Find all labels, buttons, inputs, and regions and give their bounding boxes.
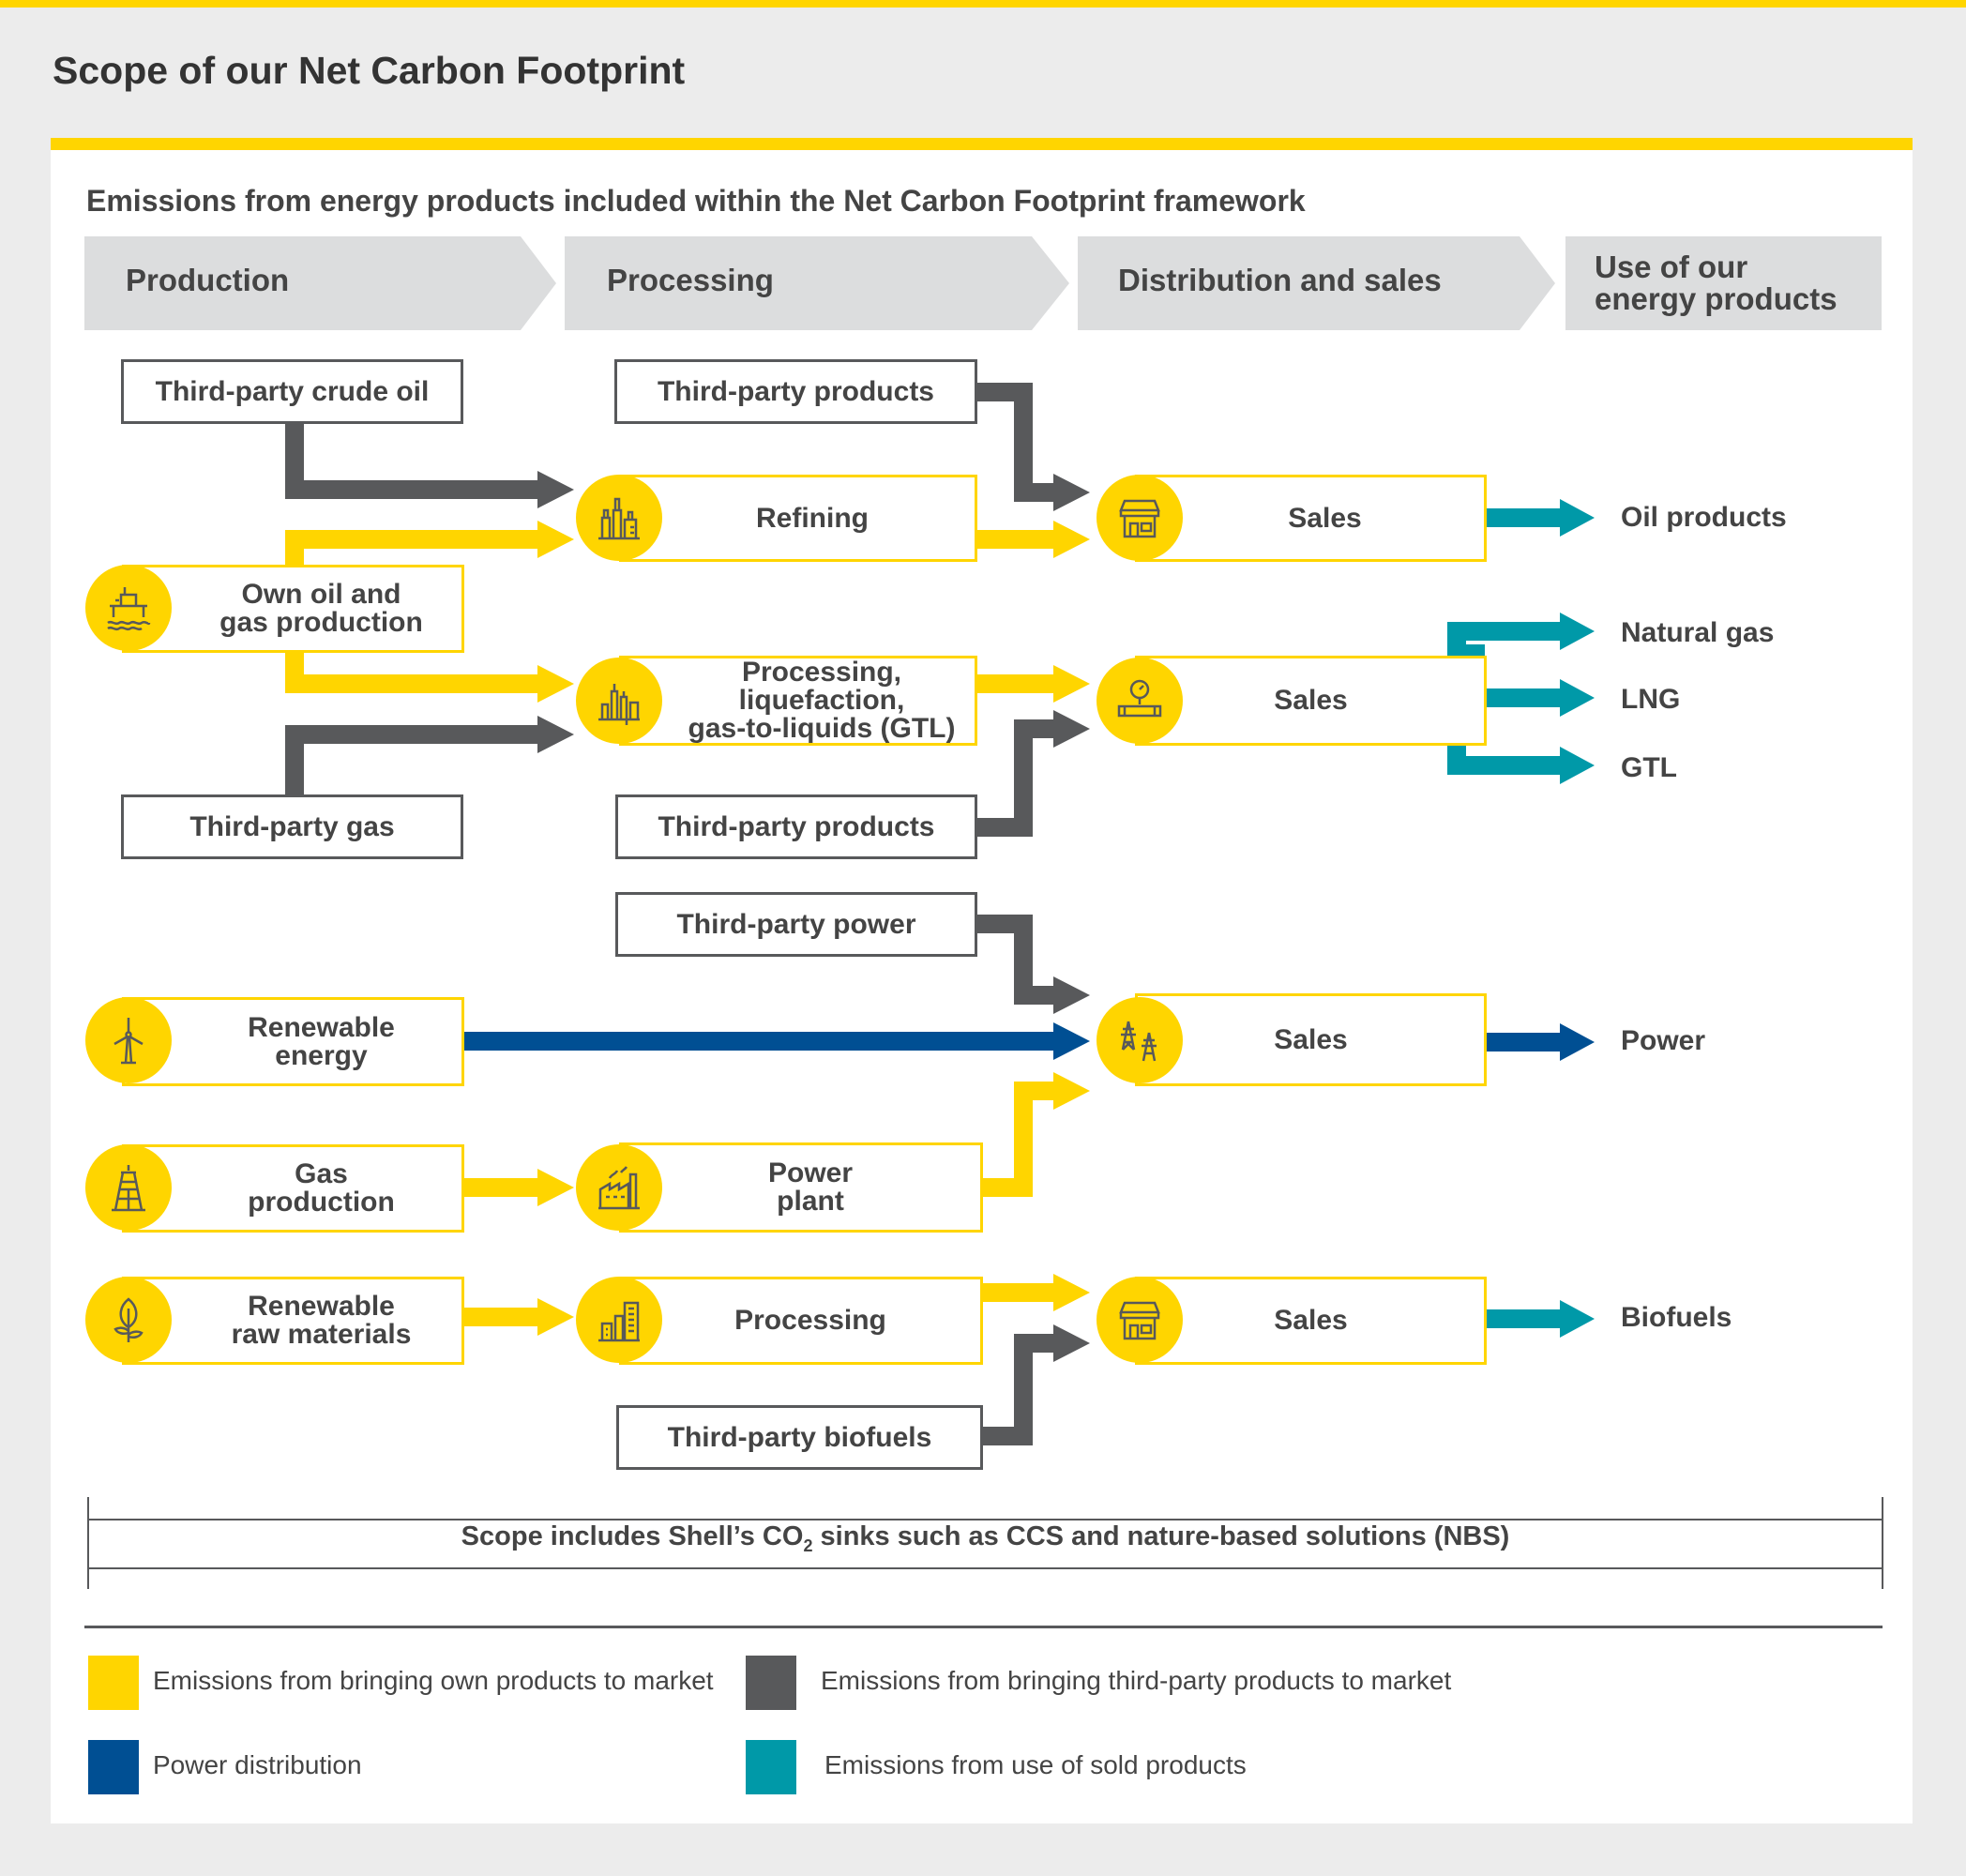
stage-header-production <box>84 236 556 330</box>
offshore-platform-icon <box>85 565 172 651</box>
legend-swatch-own <box>88 1656 139 1710</box>
box-processing-lng-gtl: Processing, liquefaction, gas-to-liquids… <box>619 656 977 746</box>
output-gtl: GTL <box>1621 752 1677 783</box>
box-sales-bio: Sales <box>1135 1277 1487 1365</box>
box-third-party-gas: Third-party gas <box>121 794 463 859</box>
legend-divider <box>84 1626 1883 1628</box>
drilling-rig-icon <box>85 1144 172 1231</box>
legend-swatch-use <box>746 1740 796 1794</box>
box-processing-bio: Processing <box>619 1277 983 1365</box>
store-icon <box>1096 475 1183 561</box>
third-party-arrows <box>285 383 1055 1445</box>
stage-label-production: Production <box>126 263 290 297</box>
page-title: Scope of our Net Carbon Footprint <box>53 49 686 92</box>
factory-icon <box>576 1144 662 1231</box>
store-icon <box>1096 1277 1183 1363</box>
gas-plant-icon <box>576 658 662 744</box>
output-oil-products: Oil products <box>1621 502 1787 533</box>
box-gas-production: Gas production <box>122 1144 464 1233</box>
legend-swatch-power <box>88 1740 139 1794</box>
power-distribution-arrows <box>462 1022 1595 1061</box>
legend-label-use: Emissions from use of sold products <box>824 1750 1247 1779</box>
box-third-party-power: Third-party power <box>615 892 977 957</box>
refinery-icon <box>576 475 662 561</box>
legend-swatch-third-party <box>746 1656 796 1710</box>
stage-label-processing: Processing <box>607 263 774 297</box>
buildings-icon <box>576 1277 662 1363</box>
diagram-subtitle: Emissions from energy products included … <box>86 184 1306 218</box>
output-lng: LNG <box>1621 684 1681 715</box>
use-of-product-arrows <box>1447 499 1595 1338</box>
box-third-party-biofuels: Third-party biofuels <box>616 1405 983 1470</box>
stage-label-use: Use of our energy products <box>1595 250 1837 316</box>
output-power: Power <box>1621 1025 1706 1056</box>
output-biofuels: Biofuels <box>1621 1302 1732 1333</box>
third-party-arrowheads <box>537 471 1090 1362</box>
box-sales-gas: Sales <box>1135 656 1487 746</box>
box-refining: Refining <box>619 475 977 562</box>
own-product-arrows <box>285 530 1055 1326</box>
wind-turbine-icon <box>85 997 172 1083</box>
box-own-oil-gas-production: Own oil and gas production <box>122 565 464 653</box>
box-power-plant: Power plant <box>619 1142 983 1233</box>
box-third-party-products-bottom: Third-party products <box>615 794 977 859</box>
scope-statement: Scope includes Shell’s CO2 sinks such as… <box>461 1521 1510 1555</box>
scope-bracket <box>87 1497 1883 1589</box>
stage-label-distribution: Distribution and sales <box>1118 263 1442 297</box>
stage-header-use <box>1565 236 1882 330</box>
legend-label-own: Emissions from bringing own products to … <box>153 1666 714 1695</box>
box-third-party-crude-oil: Third-party crude oil <box>121 359 463 424</box>
stage-header-distribution <box>1078 236 1555 330</box>
stage-headers <box>84 236 1882 330</box>
box-renewable-energy: Renewable energy <box>122 997 464 1086</box>
own-product-arrowheads <box>537 521 1090 1336</box>
output-natural-gas: Natural gas <box>1621 617 1775 648</box>
pylon-icon <box>1096 997 1183 1083</box>
stage-header-processing <box>565 236 1069 330</box>
box-third-party-products-top: Third-party products <box>614 359 977 424</box>
top-accent-bar <box>0 0 1966 8</box>
box-renewable-raw-materials: Renewable raw materials <box>122 1277 464 1365</box>
legend-label-third-party: Emissions from bringing third-party prod… <box>821 1666 1452 1695</box>
leaf-icon <box>85 1277 172 1363</box>
box-sales-oil: Sales <box>1135 475 1487 562</box>
legend-label-power: Power distribution <box>153 1750 362 1779</box>
box-sales-power: Sales <box>1135 993 1487 1086</box>
pipeline-gauge-icon <box>1096 658 1183 744</box>
